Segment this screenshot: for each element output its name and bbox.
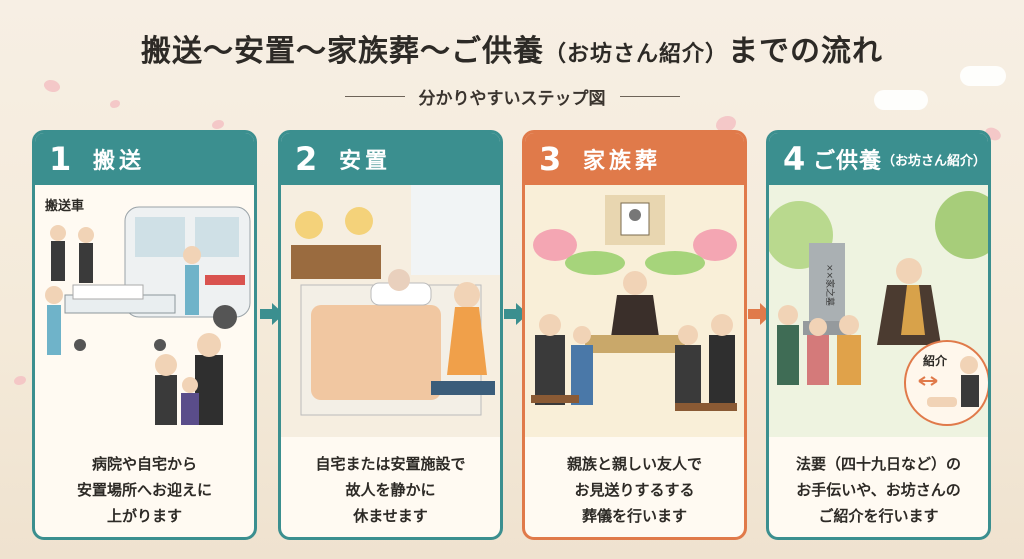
step-description: 自宅または安置施設で 故人を静かに 休ませます <box>315 455 466 525</box>
petal-decoration <box>110 100 120 108</box>
step-card-2: 2 安置 自宅または安置施設で 故人を静かに 休ませます <box>278 130 503 540</box>
step-sublabel: （お坊さん紹介） <box>882 153 987 169</box>
divider <box>619 96 680 97</box>
introduction-label: 紹介 <box>923 353 948 368</box>
subtitle-row: 分かりやすいステップ図 <box>0 84 1024 109</box>
step-label: 安置 <box>339 149 392 174</box>
step-description: 法要（四十九日など）の お手伝いや、お坊さんの ご紹介を行います <box>795 455 961 525</box>
step-number: 2 <box>295 140 318 178</box>
step-card-3: 3 家族葬 親族と親しい友人で お見送りするする 葬儀を行います <box>522 130 747 540</box>
step-label: 搬送 <box>93 149 146 174</box>
step-label: 家族葬 <box>583 149 662 174</box>
transport-illustration <box>45 206 251 425</box>
step-header: 2 安置 <box>281 133 500 185</box>
vehicle-label: 搬送車 <box>45 199 85 214</box>
step-number: 4 <box>783 140 806 178</box>
memorial-illustration: ××家之墓 紹介 <box>769 185 988 437</box>
step-header: 3 家族葬 <box>525 133 744 185</box>
step-header: 4 ご供養 （お坊さん紹介） <box>769 133 988 185</box>
petal-decoration <box>212 120 224 129</box>
divider <box>344 96 405 97</box>
petal-decoration <box>14 376 26 385</box>
step-number: 1 <box>49 140 72 178</box>
page-title: 搬送〜安置〜家族葬〜ご供養（お坊さん紹介）までの流れ <box>140 34 883 69</box>
grave-inscription: ××家之墓 <box>824 264 836 306</box>
funeral-illustration <box>525 185 744 437</box>
resting-illustration <box>281 185 500 437</box>
step-number: 3 <box>539 140 562 178</box>
cloud-decoration <box>960 66 1006 86</box>
step-description: 親族と親しい友人で お見送りするする 葬儀を行います <box>566 455 702 525</box>
cloud-decoration <box>874 90 928 110</box>
step-header: 1 搬送 <box>35 133 254 185</box>
step-label: ご供養 <box>813 149 883 174</box>
petal-decoration <box>716 116 736 132</box>
step-card-4: 4 ご供養 （お坊さん紹介） ××家之墓 紹介 法要（四十九日など）の お手伝い… <box>766 130 991 540</box>
step-card-1: 1 搬送 搬送車 病院や自宅から 安置場所へお迎えに 上がります <box>32 130 257 540</box>
subtitle: 分かりやすいステップ図 <box>418 89 606 109</box>
step-description: 病院や自宅から 安置場所へお迎えに 上がります <box>76 455 212 525</box>
